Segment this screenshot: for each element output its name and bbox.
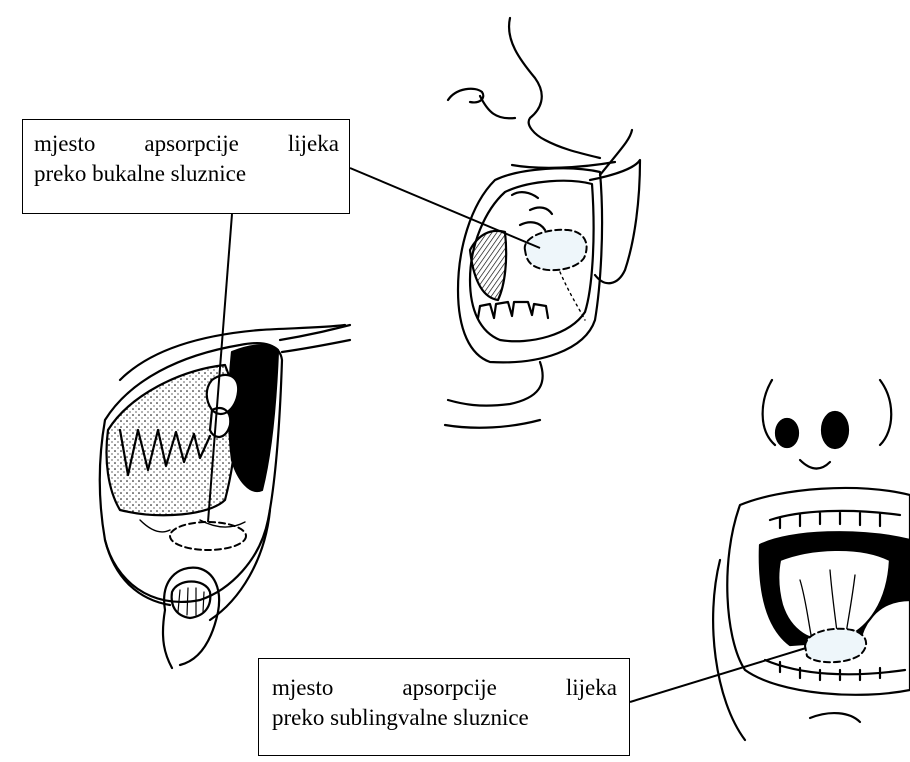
upper-teeth-lines bbox=[512, 192, 552, 230]
lower-teeth bbox=[478, 302, 548, 318]
sublingual-face-drawing bbox=[713, 380, 910, 740]
neck-line bbox=[445, 420, 540, 428]
buccal-absorption-site bbox=[525, 230, 587, 270]
sublingual-label-line-2: preko sublingvalne sluznice bbox=[272, 703, 617, 733]
buccal-leader-line bbox=[350, 168, 540, 248]
buccal-label-word-2: apsorpcije bbox=[144, 129, 239, 159]
frenulum-lines bbox=[140, 520, 245, 532]
sublingual-label-word-2: apsorpcije bbox=[402, 673, 497, 703]
buccal-label-word-3: lijeka bbox=[288, 129, 339, 159]
nose-left-contour bbox=[763, 380, 775, 445]
gum-hatch-area bbox=[470, 231, 506, 300]
sublingual-label-line-1: mjesto apsorpcije lijeka bbox=[272, 673, 617, 703]
buccal-label-line-2: preko bukalne sluznice bbox=[34, 159, 339, 189]
upper-lip-line bbox=[512, 162, 615, 168]
chin-line bbox=[448, 362, 543, 406]
sublingual-absorption-label: mjesto apsorpcije lijeka preko sublingva… bbox=[258, 658, 630, 756]
right-nostril bbox=[822, 412, 848, 448]
buccal-face-drawing bbox=[445, 18, 640, 428]
buccal-label-word-1: mjesto bbox=[34, 129, 95, 159]
left-nostril bbox=[776, 419, 798, 447]
face-left-contour bbox=[713, 560, 745, 740]
buccal-label-line-1: mjesto apsorpcije lijeka bbox=[34, 129, 339, 159]
left-absorption-site bbox=[170, 522, 246, 550]
nose-profile-line bbox=[509, 18, 600, 158]
lower-lip-drawing bbox=[100, 325, 350, 668]
sublingual-label-word-1: mjesto bbox=[272, 673, 333, 703]
upper-teeth-row bbox=[770, 511, 900, 528]
sublingual-leader-line bbox=[630, 648, 806, 702]
dark-inner-mouth bbox=[229, 345, 278, 491]
nose-right-contour bbox=[880, 380, 891, 445]
buccal-absorption-label: mjesto apsorpcije lijeka preko bukalne s… bbox=[22, 119, 350, 214]
sublingual-absorption-site bbox=[805, 629, 866, 662]
cheek-retractor bbox=[590, 130, 640, 283]
buccal-dotted-guide bbox=[560, 272, 585, 320]
sublingual-label-word-3: lijeka bbox=[566, 673, 617, 703]
philtrum-line bbox=[800, 460, 830, 469]
fingernail bbox=[172, 582, 211, 619]
chin-curve bbox=[810, 713, 860, 722]
raised-tongue bbox=[778, 550, 890, 641]
nostril-line bbox=[448, 89, 515, 119]
